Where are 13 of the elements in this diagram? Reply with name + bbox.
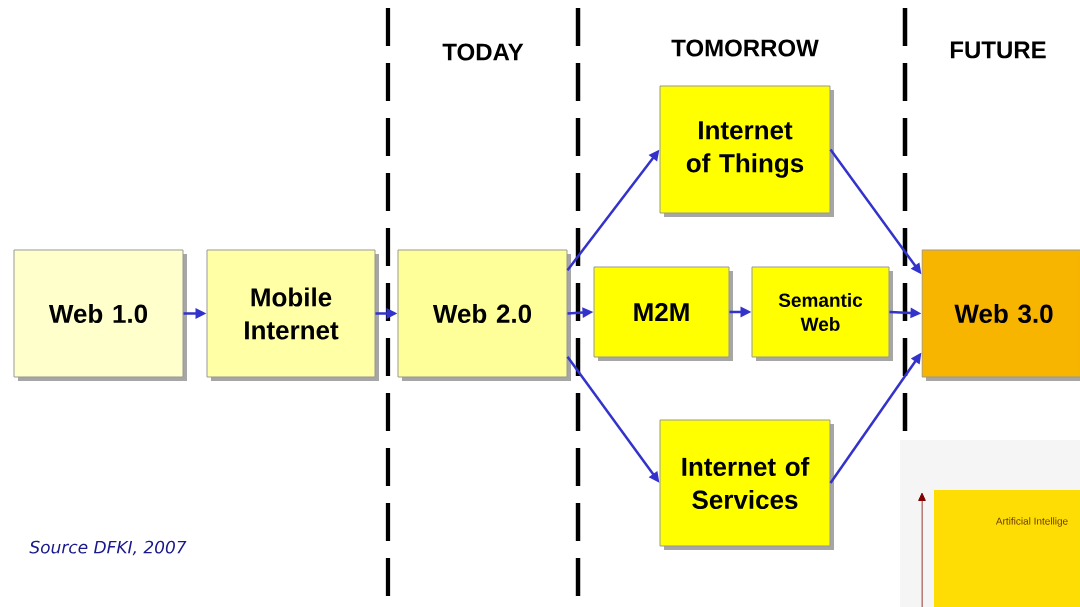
chart-text: Artificial Intellige	[995, 517, 1068, 527]
process-box: Internet of Services	[659, 419, 834, 550]
process-box: Internet of Things	[659, 85, 834, 217]
process-box: Semantic Web	[751, 266, 893, 361]
process-box: Web 2.0	[397, 249, 571, 381]
column-heading: TOMORROW	[671, 39, 819, 57]
process-box: Web 1.0	[13, 249, 187, 381]
process-box: M2M	[593, 266, 733, 361]
column-heading: FUTURE	[950, 41, 1046, 59]
column-heading: TODAY	[442, 43, 524, 61]
process-box: Web 3.0	[921, 249, 1080, 381]
source-note: Source DFKI, 2007	[29, 540, 187, 556]
process-box: Mobile Internet	[206, 249, 379, 381]
